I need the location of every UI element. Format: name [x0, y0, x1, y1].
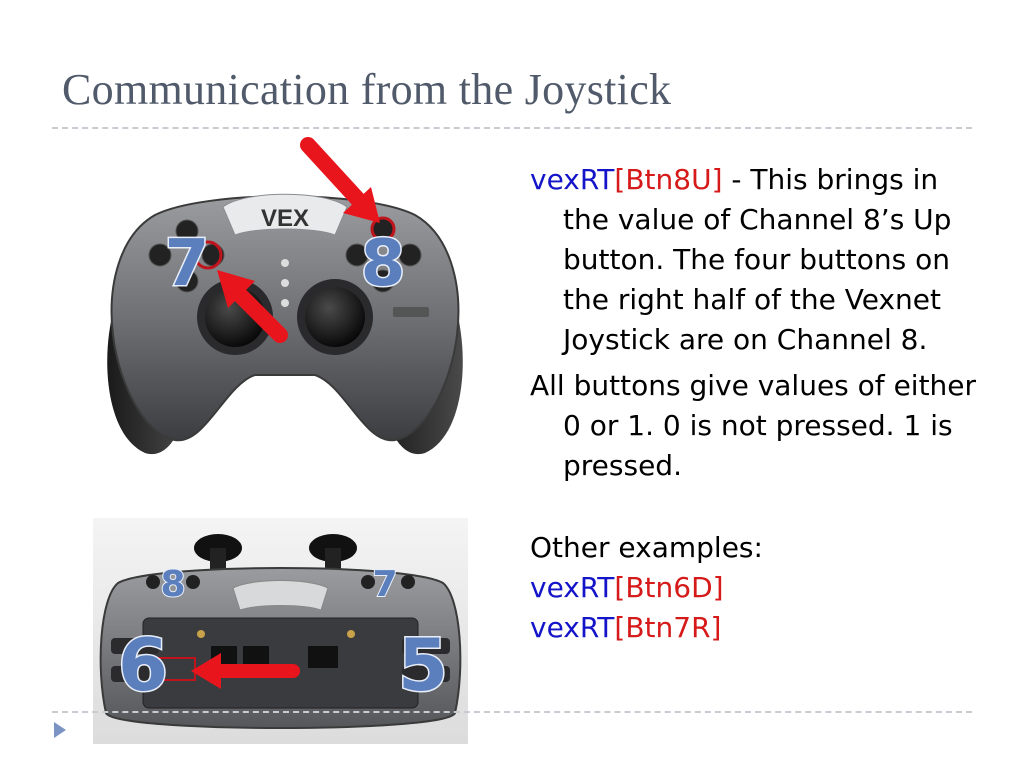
button-group-7-label: 7 [165, 227, 210, 301]
footer-divider [52, 711, 972, 713]
other-examples-label: Other examples: [530, 531, 763, 564]
button-group-8-back-label: 8 [160, 564, 185, 605]
button-group-7-back-label: 7 [372, 564, 397, 605]
title-divider [52, 127, 972, 129]
button-group-5-label: 5 [398, 623, 448, 707]
button-group-6-label: 6 [118, 623, 168, 707]
joystick-front-image: VEX 7 8 [107, 137, 463, 455]
joystick-back-image: 8 7 6 5 [93, 518, 468, 744]
slide-title: Communication from the Joystick [62, 65, 672, 114]
code-argument: [Btn8U] [614, 163, 723, 196]
body-text: vexRT[Btn8U] - This brings in the value … [530, 160, 990, 648]
button-values-note: All buttons give values of either 0 or 1… [530, 369, 977, 482]
code-argument: [Btn6D] [614, 571, 724, 604]
code-object: vexRT [530, 571, 615, 604]
example-btn7r: vexRT[Btn7R] [530, 608, 990, 648]
example-btn6d: vexRT[Btn6D] [530, 568, 990, 608]
code-object: vexRT [530, 163, 615, 196]
vex-logo: VEX [261, 205, 309, 232]
red-arrow-icon [191, 653, 300, 689]
button-group-8-label: 8 [361, 227, 406, 301]
code-object: vexRT [530, 611, 615, 644]
btn8u-description: vexRT[Btn8U] - This brings in the value … [530, 160, 990, 360]
triangle-bullet-icon [54, 722, 66, 738]
red-arrow-icon [217, 270, 288, 343]
code-argument: [Btn7R] [614, 611, 722, 644]
description-text: - This brings in the value of Channel 8’… [563, 163, 952, 356]
red-arrow-icon [300, 137, 380, 223]
